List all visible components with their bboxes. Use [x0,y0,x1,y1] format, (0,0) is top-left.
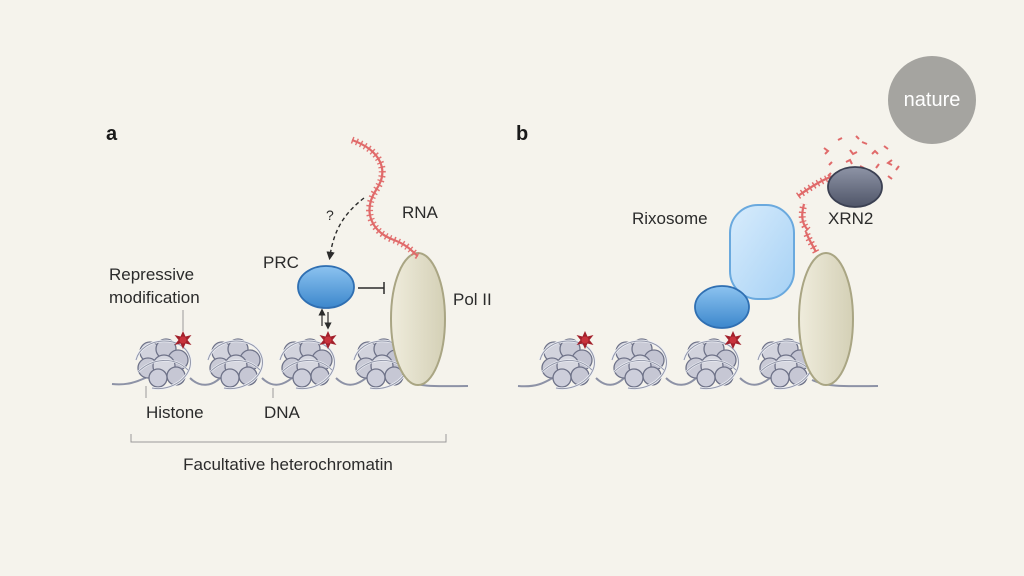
panel-b-prc [694,285,750,329]
panel-a: a [106,123,492,474]
label-xrn2: XRN2 [828,209,873,228]
panel-a-bracket [130,434,447,443]
panel-a-prc [297,265,355,309]
label-histone: Histone [146,403,204,422]
panel-a-modification-1 [174,331,192,349]
panel-a-pol2 [390,252,446,386]
label-dna: DNA [264,403,301,422]
panel-b-pol2 [798,252,854,386]
panel-b-dna-strand [517,375,879,388]
label-prc: PRC [263,253,299,272]
nature-logo-text: nature [904,89,961,111]
panel-a-letter: a [106,123,118,145]
label-facultative-heterochromatin: Facultative heterochromatin [183,455,393,474]
panel-a-rna-to-prc-arrow [326,197,365,261]
label-rixosome: Rixosome [632,209,708,228]
panel-b-rixosome [729,204,795,300]
panel-a-prc-mod-arrows [318,308,332,330]
panel-b-letter: b [516,123,528,145]
panel-b-modification-3 [724,331,742,349]
label-pol2: Pol II [453,290,492,309]
panel-b-xrn2 [827,166,883,208]
nature-logo-circle [888,56,976,144]
label-repressive-line1: Repressive [109,265,194,284]
label-repressive-line2: modification [109,288,200,307]
panel-a-rna [350,136,420,260]
panel-a-modification-3 [319,331,337,349]
label-rna: RNA [402,203,439,222]
nature-logo: nature [888,56,976,144]
label-question: ? [326,207,334,223]
panel-a-inhibition-line [358,282,385,294]
panel-a-dna-strand [111,375,469,388]
panel-b: b [516,123,900,390]
